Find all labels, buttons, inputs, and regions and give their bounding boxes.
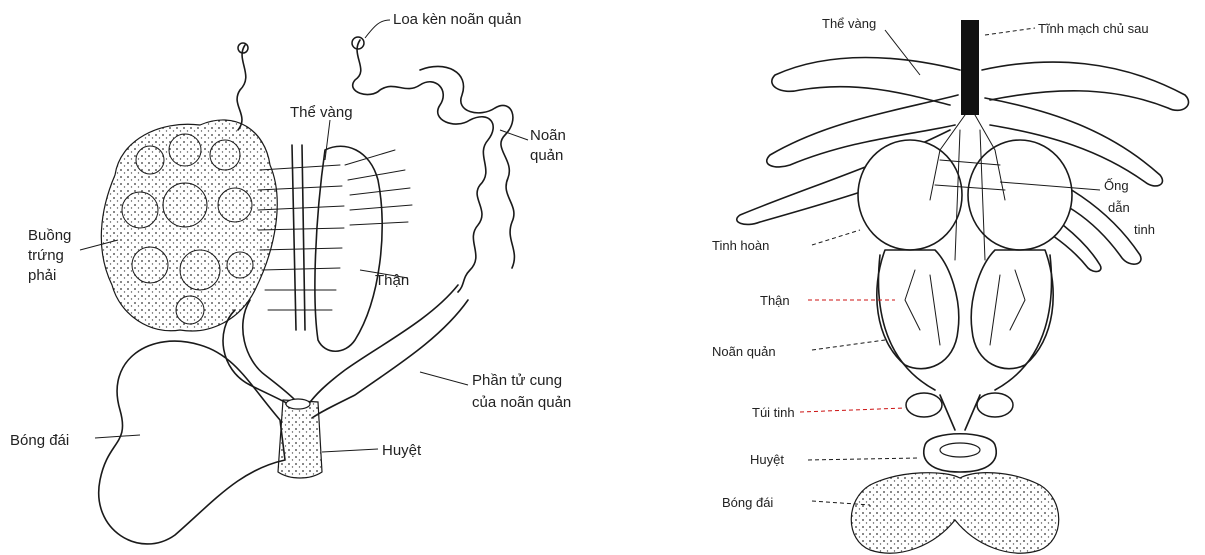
oviduct-rudiment-left: [879, 255, 935, 390]
uterus-tube-right: [308, 285, 458, 405]
fat-body-left-coil: [237, 45, 246, 130]
oviduct-coil-outer: [420, 66, 514, 268]
label-fat-body-left: Thể vàng: [290, 104, 353, 121]
label-testis: Tinh hoàn: [712, 238, 769, 253]
label-ovary: Buồng trứng phải: [28, 227, 76, 284]
cloaca-right-inner: [940, 443, 980, 457]
kidney-right-fig-left: [877, 250, 959, 369]
leader-cloaca-right: [808, 458, 920, 460]
label-oviduct-left: Noãn quản: [530, 127, 570, 164]
cloaca-shape: [278, 400, 322, 478]
cloaca-opening: [286, 399, 310, 409]
leader-bladder-left: [95, 435, 140, 438]
leader-infundibulum: [365, 20, 390, 38]
kidney-tubules: [345, 150, 412, 225]
label-cloaca-right: Huyệt: [750, 452, 784, 467]
vena-cava-shape: [961, 20, 979, 115]
label-kidney-right: Thận: [760, 293, 790, 308]
label-ovary-line1: Buồng: [28, 227, 71, 244]
male-system-figure: Thể vàng Tĩnh mạch chủ sau Ống dẫn tinh …: [712, 16, 1189, 553]
leader-fat-body-left: [325, 120, 330, 160]
seminal-vesicle-right: [977, 393, 1013, 417]
leader-fat-body-right: [885, 30, 920, 75]
label-cloaca-left: Huyệt: [382, 442, 422, 459]
label-vas-deferens-line2: dẫn: [1108, 200, 1130, 215]
bladder-right-shape: [851, 473, 1059, 553]
label-ovary-line2: trứng: [28, 247, 64, 264]
seminal-vesicle-left: [906, 393, 942, 417]
label-uterus-line2: của noãn quản: [472, 394, 571, 411]
leader-seminal-vesicle: [800, 408, 905, 412]
label-uterus-line1: Phần tử cung: [472, 372, 562, 389]
label-bladder-right: Bóng đái: [722, 495, 773, 510]
label-vena-cava: Tĩnh mạch chủ sau: [1038, 21, 1149, 36]
label-vas-deferens: Ống dẫn tinh: [1104, 178, 1155, 237]
label-oviduct-left-line1: Noãn: [530, 127, 566, 144]
testis-left: [858, 140, 962, 250]
kidney-veins: [905, 270, 1025, 345]
label-bladder-left: Bóng đái: [10, 432, 69, 449]
label-oviduct-left-line2: quản: [530, 147, 563, 164]
label-infundibulum: Loa kèn noãn quản: [393, 11, 521, 28]
leader-uterus: [420, 372, 468, 385]
label-vas-deferens-line3: tinh: [1134, 222, 1155, 237]
leader-cloaca-left: [322, 449, 378, 452]
leader-testis: [812, 230, 860, 245]
female-system-figure: Loa kèn noãn quản Thể vàng Noãn quản Buồ…: [10, 11, 571, 544]
ducts-to-cloaca: [940, 395, 980, 430]
label-fat-body-right: Thể vàng: [822, 16, 876, 31]
uterus-tube-right-inner: [312, 300, 468, 418]
bladder-shape: [99, 341, 285, 544]
oviduct-rudiment-right: [995, 255, 1051, 390]
cloaca-right-shape: [924, 434, 996, 472]
kidney-right-fig-right: [971, 250, 1053, 369]
label-vas-deferens-line1: Ống: [1104, 178, 1129, 193]
oviduct-coil: [353, 40, 494, 292]
label-oviduct-right: Noãn quản: [712, 344, 776, 359]
label-ovary-line3: phải: [28, 267, 56, 284]
leader-oviduct-right: [812, 340, 885, 350]
leader-vena-cava: [985, 28, 1035, 35]
label-kidney-left: Thận: [375, 272, 409, 289]
ovary-mass: [101, 120, 277, 331]
label-seminal-vesicle: Túi tinh: [752, 405, 795, 420]
label-uterus: Phần tử cung của noãn quản: [472, 372, 571, 411]
